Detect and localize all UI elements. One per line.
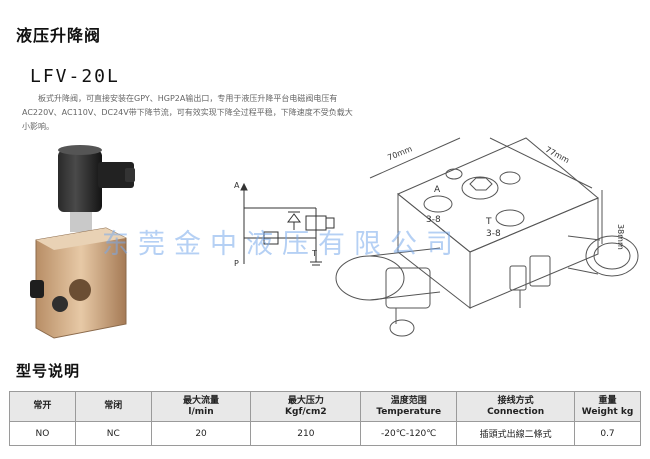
cell-normally-open: NO — [9, 421, 76, 446]
product-photo — [30, 145, 135, 339]
cell-normally-closed: NC — [74, 421, 152, 446]
symbol-port-t: T — [311, 249, 317, 258]
cell-connection: 插頭式出線二條式 — [456, 421, 576, 446]
spec-section-title: 型号说明 — [16, 362, 81, 380]
cell-temperature: -20℃-120℃ — [360, 421, 458, 446]
dim-depth-label: 77mm — [544, 145, 571, 165]
hydraulic-symbol: A P T — [234, 181, 335, 268]
table-row: NO NC 20 210 -20℃-120℃ 插頭式出線二條式 0.7 — [9, 421, 641, 446]
drawing-port-a-label: A — [434, 185, 441, 195]
symbol-port-p: P — [234, 259, 239, 268]
cell-max-flow: 20 — [150, 421, 252, 446]
cell-weight: 0.7 — [574, 421, 641, 446]
drawing-port-t-label: T — [485, 217, 492, 227]
drawing-port-a-thread: 3-8 — [426, 215, 441, 225]
header-normally-open: 常开 — [9, 391, 76, 422]
page-title: 液压升降阀 — [16, 26, 102, 45]
company-watermark: 东莞金中液压有限公司 — [102, 229, 462, 260]
cell-max-pressure: 210 — [250, 421, 362, 446]
header-normally-closed: 常闭 — [74, 391, 152, 422]
product-description: 板式升降阀，可直接安装在GPY、HGP2A输出口，专用于液压升降平台电磁阀电压有… — [22, 94, 353, 131]
model-name: LFV-20L — [30, 66, 120, 87]
technical-drawing: 70mm 77mm 38mm A 3-8 T 3-8 — [335, 137, 639, 337]
dim-width-label: 70mm — [386, 144, 413, 162]
symbol-port-a: A — [234, 181, 240, 190]
dim-height-label: 38mm — [616, 224, 625, 250]
drawing-port-t-thread: 3-8 — [486, 229, 501, 239]
